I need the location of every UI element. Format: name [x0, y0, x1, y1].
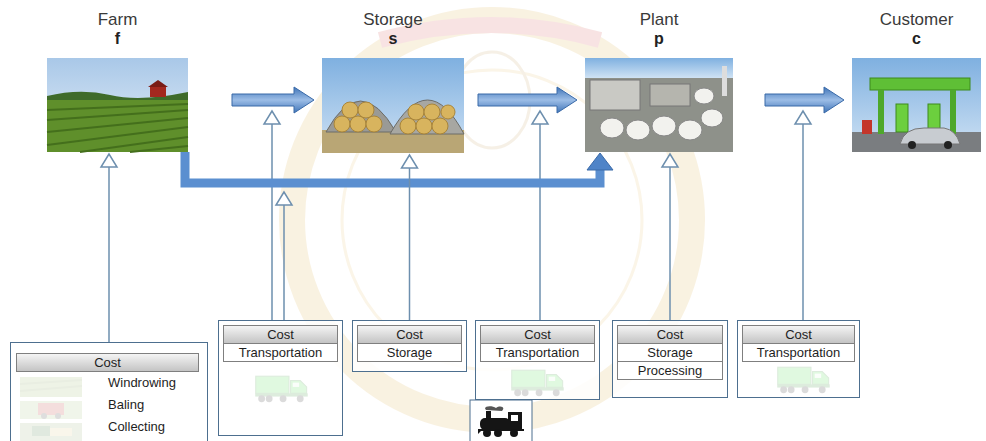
- stage-heading: Farm: [47, 10, 188, 30]
- stage-heading: Storage: [322, 10, 464, 30]
- cost-arrow: [402, 155, 418, 320]
- stage-picture: Storages: [322, 4, 464, 153]
- cost-arrow: [662, 154, 678, 320]
- stage-heading: Plant: [585, 10, 733, 30]
- cost-cell: Transportation: [223, 343, 338, 362]
- stage-symbol: p: [585, 30, 733, 48]
- cost-box: CostStorage: [352, 320, 467, 372]
- cost-header: Cost: [742, 325, 855, 344]
- cost-box: CostWindrowingBalingCollecting: [10, 342, 208, 441]
- cost-header: Cost: [480, 325, 595, 344]
- cost-pointer: [264, 111, 811, 320]
- cost-cell: Transportation: [742, 343, 855, 362]
- cost-box: CostTransportation: [218, 320, 343, 436]
- cost-cell: Storage: [617, 343, 723, 362]
- cost-box: CostStorageProcessing: [612, 320, 728, 398]
- cost-header: Cost: [357, 325, 462, 344]
- stage-symbol: s: [322, 30, 464, 48]
- cost-box: CostTransportation: [475, 320, 600, 400]
- cost-arrow: [101, 154, 117, 342]
- stage-picture: Plantp: [585, 4, 733, 152]
- customer-picture: [852, 58, 981, 152]
- train-icon: [476, 406, 524, 437]
- storage-picture: [322, 58, 464, 153]
- operation-label: Collecting: [16, 416, 199, 438]
- operation-label: Windrowing: [16, 372, 199, 394]
- cost-cell: Storage: [357, 343, 462, 362]
- cost-header: Cost: [223, 325, 338, 344]
- cost-cell: Transportation: [480, 343, 595, 362]
- flow-arrow: [232, 87, 314, 113]
- train-frame: [470, 400, 532, 441]
- plant-picture: [585, 58, 733, 152]
- cost-header: Cost: [16, 353, 199, 372]
- flow-arrow: [185, 152, 613, 183]
- operation-label: Baling: [16, 394, 199, 416]
- stage-symbol: c: [852, 30, 981, 48]
- cost-cell: Processing: [617, 361, 723, 380]
- flow-arrow: [478, 87, 577, 113]
- farm-picture: [47, 58, 188, 152]
- flow-arrow: [765, 87, 844, 113]
- stage-picture: Farmf: [47, 4, 188, 152]
- cost-header: Cost: [617, 325, 723, 344]
- cost-box: CostTransportation: [737, 320, 860, 398]
- stage-heading: Customer: [852, 10, 981, 30]
- stage-picture: Customerc: [852, 4, 981, 152]
- stage-symbol: f: [47, 30, 188, 48]
